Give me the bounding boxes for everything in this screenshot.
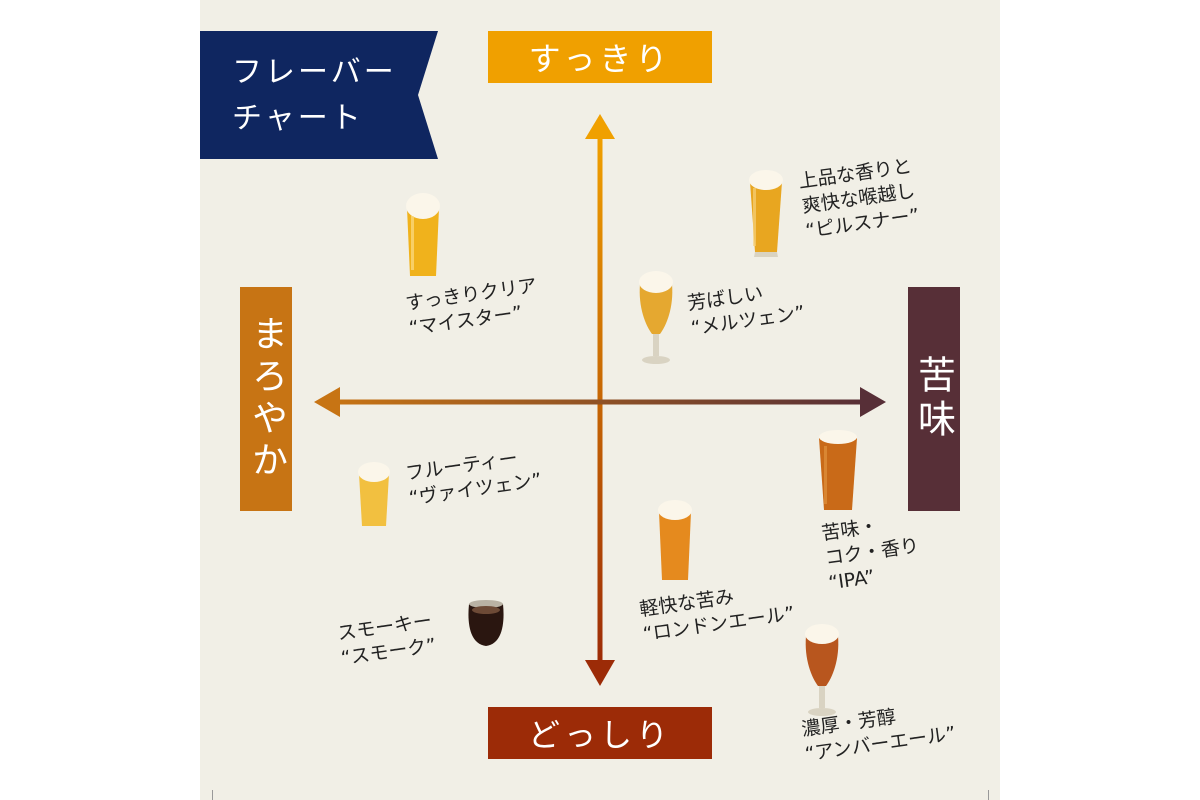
beer-label-pilsner: 上品な香りと 爽快な喉越し “ピルスナー”: [797, 155, 921, 243]
tumbler-glass-icon: [406, 193, 440, 276]
title-ribbon: [200, 31, 438, 159]
corner-mark: [988, 790, 989, 800]
pilsner-glass-icon: [749, 170, 783, 257]
pint-glass-icon: [819, 430, 857, 510]
horizontal-axis-arrow: [314, 387, 886, 417]
tumbler-glass-icon: [358, 462, 390, 526]
beer-label-ipa: 苦味・ コク・香り “IPA”: [820, 515, 921, 595]
round-glass-icon: [468, 600, 504, 646]
axis-label-bottom: どっしり: [488, 707, 712, 759]
chart-title: フレーバー チャート: [232, 55, 397, 136]
axis-label-right: 苦味: [908, 287, 960, 511]
axis-label-top: すっきり: [488, 31, 712, 83]
axis-label-left: まろやか: [240, 287, 292, 511]
tulip-glass-icon: [805, 624, 839, 716]
tulip-glass-icon: [639, 271, 673, 364]
tumbler-glass-icon: [658, 500, 692, 580]
corner-mark: [212, 790, 213, 800]
